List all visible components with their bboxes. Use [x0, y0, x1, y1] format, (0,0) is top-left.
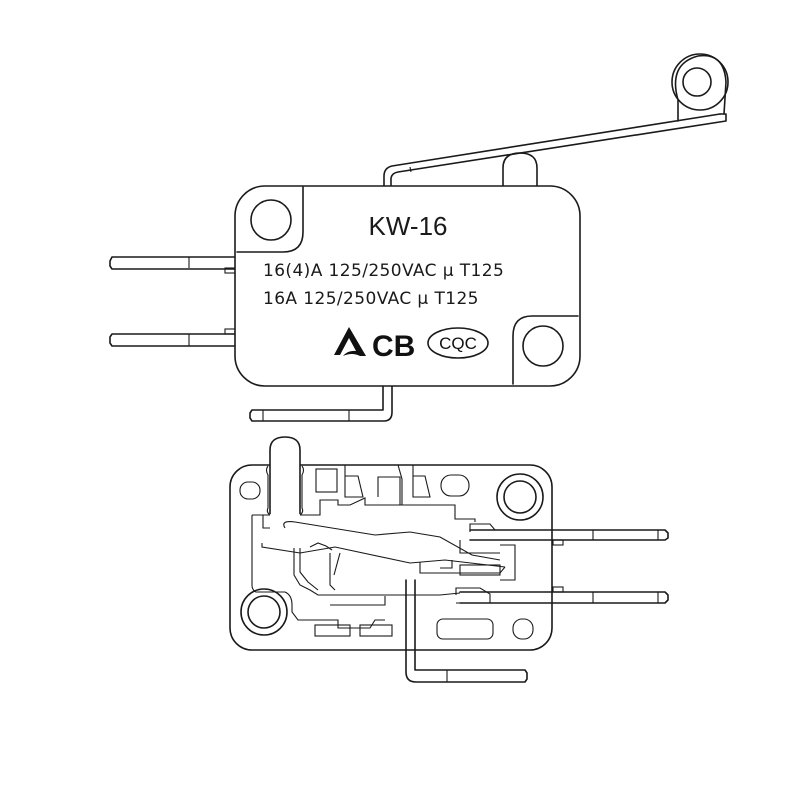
slot-oval-top — [440, 474, 470, 497]
slot-lower-4 — [512, 618, 534, 640]
mounting-hole-large-right — [496, 473, 544, 521]
top-view: KW-16 16(4)A 125/250VAC µ T125 16A 125/2… — [109, 53, 729, 422]
triangle-logo-icon — [334, 327, 366, 356]
terminal-com-bent — [405, 579, 528, 683]
cqc-ellipse — [427, 327, 489, 359]
contact-spring — [261, 521, 516, 606]
terminal-nc — [109, 328, 237, 347]
mounting-hole-large-left — [240, 588, 288, 636]
plunger — [502, 152, 538, 187]
cqc-mark: CQC — [439, 334, 477, 353]
roller-lever — [383, 53, 729, 187]
cb-mark: CB — [372, 330, 415, 363]
plunger-bottom — [269, 436, 301, 514]
terminal-no — [109, 256, 237, 274]
mount-pocket-right — [512, 315, 579, 385]
terminal-com — [249, 385, 393, 422]
mounting-hole-left — [250, 199, 292, 241]
slot-oval-left — [239, 481, 261, 500]
terminal-upper — [469, 529, 669, 546]
slot-lower-1 — [314, 624, 351, 637]
slot-lower-3 — [436, 618, 494, 640]
roller-outer — [671, 53, 729, 111]
housing — [229, 464, 553, 651]
terminal-lower — [459, 586, 669, 604]
switch-body — [234, 185, 581, 387]
mounting-hole-right — [522, 325, 564, 367]
mount-pocket-left — [236, 186, 304, 253]
bottom-view — [229, 436, 669, 683]
rating-line-1: 16(4)A 125/250VAC µ T125 — [263, 261, 504, 281]
roller-pin — [682, 67, 712, 97]
model-label: KW-16 — [369, 211, 448, 241]
slot-lower-2 — [359, 624, 393, 637]
rating-line-2: 16A 125/250VAC µ T125 — [263, 289, 479, 309]
